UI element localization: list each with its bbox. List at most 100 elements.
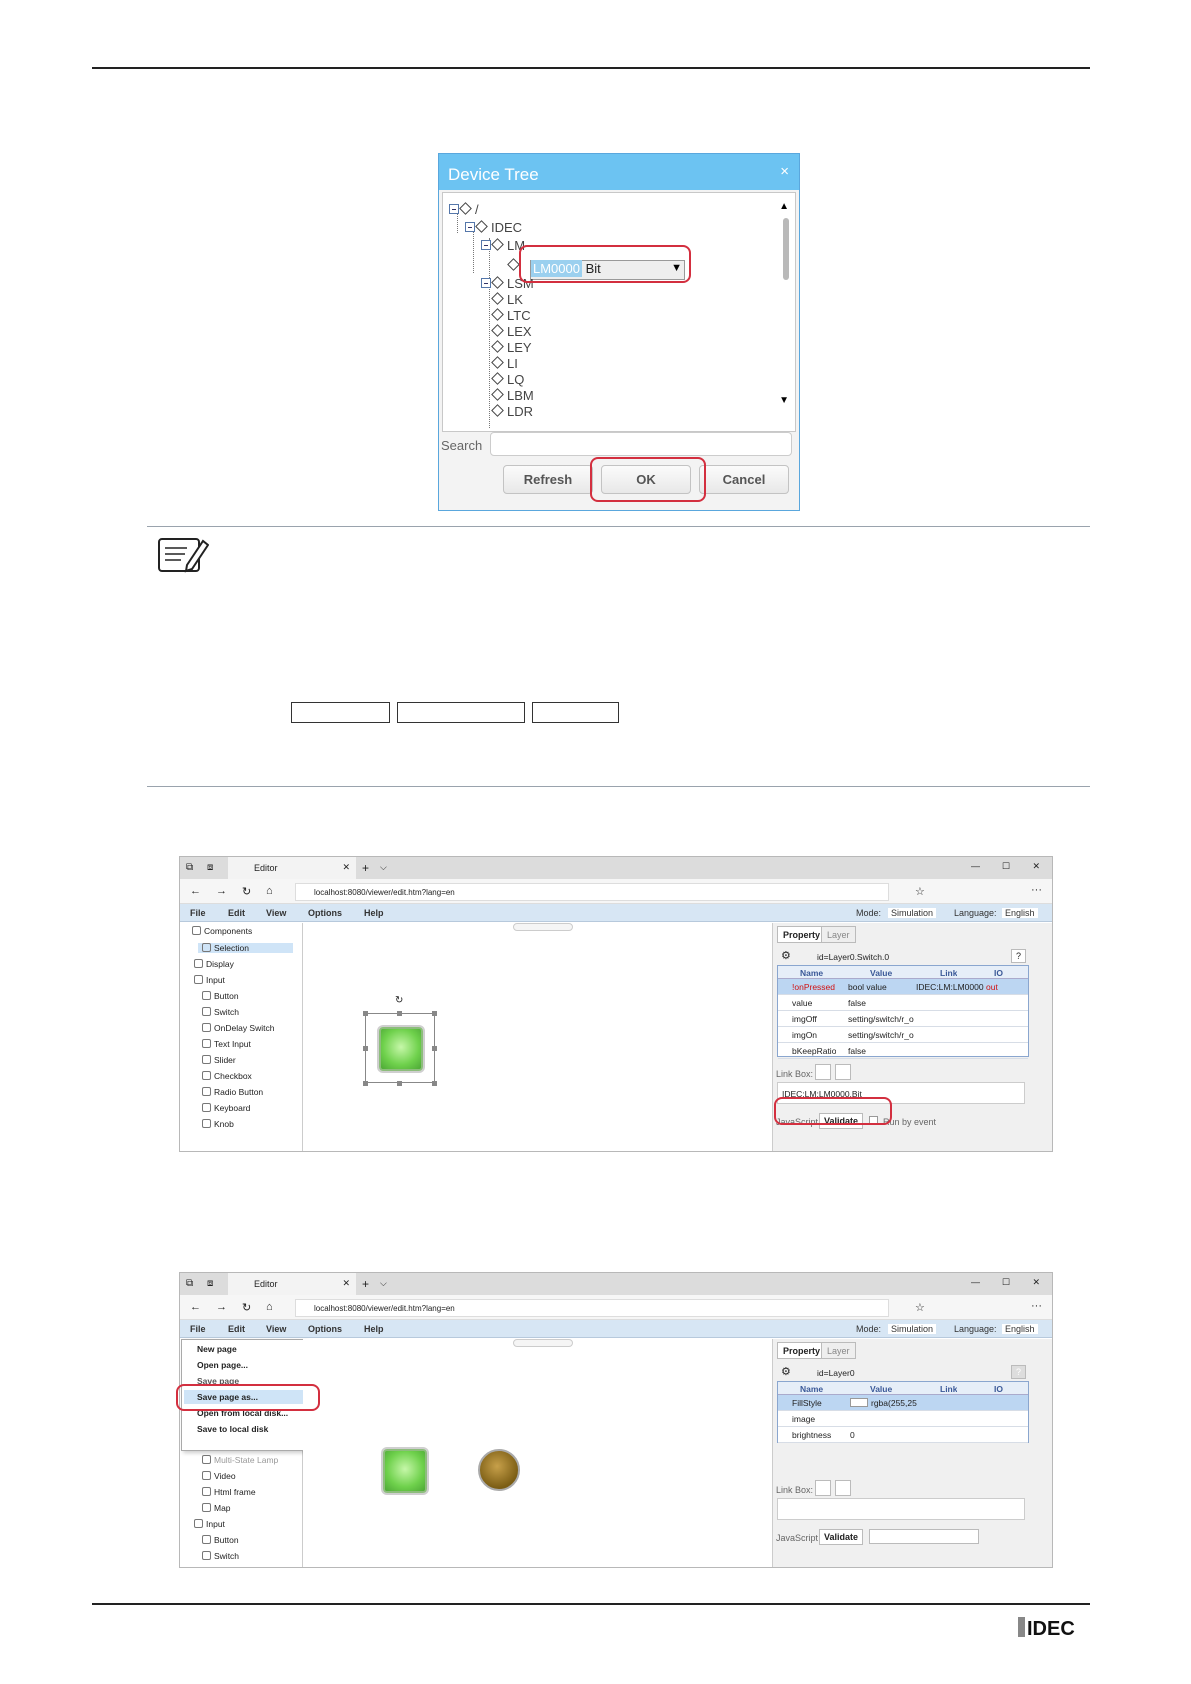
switch-widget[interactable] (379, 1027, 423, 1071)
tree-node-li[interactable]: LI (491, 356, 518, 371)
menu-help[interactable]: Help (364, 1324, 384, 1334)
language-select[interactable]: English (1002, 1324, 1038, 1334)
minimize-icon[interactable]: — (971, 861, 980, 871)
tree-node-root[interactable]: / (449, 202, 479, 217)
table-row[interactable]: brightness 0 (778, 1427, 1028, 1443)
table-row[interactable]: imgOn setting/switch/r_o (778, 1027, 1028, 1043)
tree-node-ltc[interactable]: LTC (491, 308, 531, 323)
tree-node-ldr[interactable]: LDR (491, 404, 533, 419)
browser-tab[interactable]: Editor✕ (228, 857, 356, 879)
component-switch[interactable]: Switch (202, 1007, 239, 1017)
menu-item-open-local[interactable]: Open from local disk... (197, 1408, 289, 1418)
component-switch[interactable]: Switch (202, 1551, 239, 1561)
event-select[interactable] (869, 1529, 979, 1544)
tree-node-lsm[interactable]: LSM (481, 276, 534, 291)
id-field[interactable]: id=Layer0 (817, 1368, 855, 1378)
component-radio-button[interactable]: Radio Button (202, 1087, 263, 1097)
help-button[interactable]: ? (1011, 949, 1027, 963)
home-icon[interactable]: ⌂ (266, 885, 273, 897)
more-icon[interactable]: ··· (1031, 884, 1042, 896)
gear-icon[interactable]: ⚙ (781, 1366, 791, 1378)
table-row[interactable]: !onPressed bool value IDEC:LM:LM0000 out (778, 979, 1028, 995)
menu-help[interactable]: Help (364, 908, 384, 918)
component-selection[interactable]: Selection (198, 943, 293, 953)
component-knob[interactable]: Knob (202, 1119, 234, 1129)
address-editor[interactable]: LM0000 Bit ▼ (530, 260, 685, 280)
component-button[interactable]: Button (202, 1535, 239, 1545)
collapse-handle[interactable] (513, 923, 573, 931)
mode-select[interactable]: Simulation (888, 908, 937, 918)
tab-layer[interactable]: Layer (821, 1342, 856, 1359)
validate-button[interactable]: Validate (819, 1529, 864, 1545)
tree-node-ley[interactable]: LEY (491, 340, 532, 355)
close-tab-icon[interactable]: ✕ (342, 1278, 350, 1288)
back-tabs-icon[interactable]: ⧈ (207, 1278, 214, 1289)
tree-node-lk[interactable]: LK (491, 292, 523, 307)
menu-item-save-local[interactable]: Save to local disk (197, 1424, 269, 1434)
menu-edit[interactable]: Edit (228, 908, 245, 918)
table-row[interactable]: value false (778, 995, 1028, 1011)
component-slider[interactable]: Slider (202, 1055, 236, 1065)
menu-view[interactable]: View (266, 908, 287, 918)
language-select[interactable]: English (1002, 908, 1038, 918)
back-icon[interactable]: ← (190, 1301, 201, 1313)
cancel-button[interactable]: Cancel (699, 465, 789, 494)
component-video[interactable]: Video (202, 1471, 236, 1481)
lamp-widget[interactable] (478, 1449, 520, 1491)
collapse-handle[interactable] (513, 1339, 573, 1347)
validate-button[interactable]: Validate (819, 1113, 864, 1129)
menu-options[interactable]: Options (308, 908, 342, 918)
minimize-icon[interactable]: — (971, 1277, 980, 1287)
tabs-icon[interactable]: ⧉ (186, 1278, 194, 1289)
home-icon[interactable]: ⌂ (266, 1301, 273, 1313)
search-input[interactable] (490, 432, 792, 456)
tree-node-lex[interactable]: LEX (491, 324, 532, 339)
image-icon[interactable] (815, 1480, 831, 1496)
forward-icon[interactable]: → (216, 1301, 227, 1313)
scroll-up-icon[interactable]: ▲ (779, 201, 789, 212)
refresh-button[interactable]: Refresh (503, 465, 593, 494)
close-tab-icon[interactable]: ✕ (342, 862, 350, 872)
forward-icon[interactable]: → (216, 885, 227, 897)
url-field[interactable]: localhost:8080/viewer/edit.htm?lang=en (295, 883, 889, 901)
design-canvas[interactable] (303, 1339, 773, 1567)
component-display[interactable]: Display (194, 959, 234, 969)
refresh-icon[interactable]: ↻ (242, 886, 252, 898)
tree-node-lbm[interactable]: LBM (491, 388, 534, 403)
close-window-icon[interactable]: ✕ (1032, 861, 1040, 871)
menu-file[interactable]: File (190, 1324, 206, 1334)
menu-item-save-page-as[interactable]: Save page as... (184, 1390, 304, 1404)
chevron-down-icon[interactable]: ⌵ (380, 862, 387, 872)
more-icon[interactable]: ··· (1031, 1300, 1042, 1312)
rotate-icon[interactable]: ↻ (395, 995, 404, 1006)
link-box-field[interactable] (777, 1498, 1025, 1520)
ok-button[interactable]: OK (601, 465, 691, 494)
maximize-icon[interactable]: ☐ (1001, 861, 1010, 871)
url-field[interactable]: localhost:8080/viewer/edit.htm?lang=en (295, 1299, 889, 1317)
component-button[interactable]: Button (202, 991, 239, 1001)
table-row[interactable]: FillStyle rgba(255,25 (778, 1395, 1028, 1411)
color-swatch[interactable] (850, 1398, 868, 1407)
tree-node-lq[interactable]: LQ (491, 372, 524, 387)
component-checkbox[interactable]: Checkbox (202, 1071, 252, 1081)
close-icon[interactable]: × (780, 163, 789, 180)
scroll-down-icon[interactable]: ▼ (779, 395, 789, 406)
component-input[interactable]: Input (194, 975, 225, 985)
browser-tab[interactable]: Editor✕ (228, 1273, 356, 1295)
id-field[interactable]: id=Layer0.Switch.0 (817, 952, 890, 962)
help-button[interactable]: ? (1011, 1365, 1027, 1379)
menu-file[interactable]: File (190, 908, 206, 918)
component-map[interactable]: Map (202, 1503, 231, 1513)
back-icon[interactable]: ← (190, 885, 201, 897)
star-icon[interactable]: ☆ (915, 886, 925, 898)
component-multi-state-lamp[interactable]: Multi-State Lamp (202, 1455, 278, 1465)
image-icon[interactable] (815, 1064, 831, 1080)
design-canvas[interactable]: ↻ (303, 923, 773, 1151)
new-tab-icon[interactable]: + (362, 861, 370, 875)
chevron-down-icon[interactable]: ⌵ (380, 1278, 387, 1288)
component-text-input[interactable]: Text Input (202, 1039, 251, 1049)
back-tabs-icon[interactable]: ⧈ (207, 862, 214, 873)
new-tab-icon[interactable]: + (362, 1277, 370, 1291)
menu-options[interactable]: Options (308, 1324, 342, 1334)
dropdown-arrow-icon[interactable]: ▼ (671, 262, 682, 274)
